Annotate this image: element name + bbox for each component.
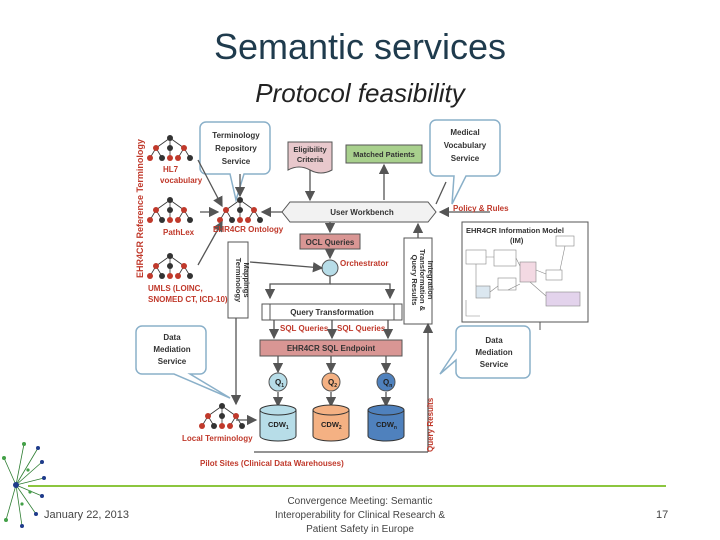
footer-event: Convergence Meeting: Semantic Interopera… [250, 495, 470, 537]
footer-divider [28, 485, 666, 487]
cdw-label: CDW2 [321, 420, 342, 431]
callout-line: Service [158, 357, 187, 366]
callout-line: Mediation [475, 348, 512, 357]
hl7-label-2: vocabulary [160, 176, 203, 185]
transformation-arrows [268, 320, 394, 340]
callout-line: Service [480, 360, 509, 369]
user-workbench-label: User Workbench [330, 208, 394, 217]
pilot-arrows [230, 318, 428, 453]
policy-rules-label: Policy & Rules [453, 204, 509, 213]
sql-queries-label-1: SQL Queries [280, 324, 329, 333]
ocl-queries-box: OCL Queries [299, 233, 361, 250]
callout-line: Medical [450, 128, 479, 137]
callout-line: Service [222, 157, 251, 166]
orchestrator-label: Orchestrator [340, 259, 388, 268]
page-number: 17 [656, 509, 669, 521]
query-node: Q1 [268, 372, 288, 392]
sql-endpoint-box: EHR4CR SQL Endpoint [259, 339, 403, 357]
orchestrator-arrows [249, 248, 396, 300]
user-workbench-box: User Workbench [281, 201, 437, 223]
cdw-nodes: CDW1 CDW2 CDWn [259, 404, 405, 442]
query-transformation-box: Query Transformation [261, 303, 403, 321]
callout-line: Repository [215, 144, 257, 153]
workbench-arrows [260, 163, 490, 234]
terminology-mappings-box: Terminology Mappings [227, 241, 251, 319]
callout-line: Service [451, 154, 480, 163]
hl7-label: HL7 [163, 165, 179, 174]
query-results-line: Transformation & [418, 249, 427, 312]
pilot-sites-label: Pilot Sites (Clinical Data Warehouses) [200, 459, 344, 468]
architecture-diagram: EHR4CR Reference Terminology Terminology… [135, 119, 589, 468]
eligibility-criteria-box: Eligibility Criteria [287, 141, 333, 174]
terminology-repository-callout: Terminology Repository Service [199, 121, 271, 203]
info-model-title: EHR4CR Information Model [466, 226, 564, 235]
eligibility-line: Eligibility [293, 145, 327, 154]
cdw-label: CDWn [376, 420, 397, 431]
matched-patients-label: Matched Patients [353, 150, 415, 159]
umls-label-2: SNOMED CT, ICD-10) [148, 295, 228, 304]
eligibility-line: Criteria [297, 155, 324, 164]
query-label: Q2 [328, 378, 337, 389]
reference-terminology-label: EHR4CR Reference Terminology [135, 139, 145, 278]
query-label: Q1 [275, 378, 284, 389]
callout-line: Mediation [153, 345, 190, 354]
endpoint-arrows [272, 356, 392, 408]
data-mediation-right-callout: Data Mediation Service [439, 325, 531, 379]
sql-endpoint-label: EHR4CR SQL Endpoint [287, 344, 376, 353]
ontology-label: EHR4CR Ontology [213, 225, 284, 234]
query-results-vertical-label: Query Results [426, 397, 435, 452]
query-results-transformation-box: Query Results Transformation & Integrati… [403, 237, 435, 325]
query-results-line: Integration [426, 261, 435, 300]
query-node: Qn [376, 372, 396, 392]
cdw-database-icon: CDW2 [312, 404, 350, 442]
cdw-database-icon: CDWn [367, 404, 405, 442]
sql-queries-label-2: SQL Queries [337, 324, 386, 333]
mappings-line: Mappings [242, 263, 251, 298]
umls-label: UMLS (LOINC, [148, 284, 203, 293]
footer-logo [2, 440, 46, 530]
query-nodes: Q1 Q2 Qn [268, 372, 396, 392]
ontology-tree-icon [217, 197, 263, 223]
orchestrator-node: Orchestrator [321, 259, 388, 277]
callout-line: Terminology [212, 131, 260, 140]
data-mediation-left-callout: Data Mediation Service [135, 325, 231, 399]
slide-title: Semantic services [213, 26, 507, 67]
slide-subtitle: Protocol feasibility [255, 78, 465, 108]
pathlex-label: PathLex [163, 228, 195, 237]
footer-date: January 22, 2013 [44, 509, 130, 521]
query-label: Qn [383, 378, 392, 389]
footer-event-line: Interoperability for Clinical Research & [274, 510, 446, 521]
cdw-database-icon: CDW1 [259, 404, 297, 442]
mappings-line: Terminology [234, 258, 243, 303]
medical-vocabulary-callout: Medical Vocabulary Service [429, 119, 501, 205]
vocabulary-trees [147, 135, 263, 429]
cdw-label: CDW1 [268, 420, 289, 431]
results-arrows [412, 222, 434, 452]
query-results-line: Query Results [410, 255, 419, 306]
local-terminology-tree-icon [199, 403, 245, 429]
callout-line: Vocabulary [444, 141, 487, 150]
footer-event-line: Patient Safety in Europe [306, 524, 414, 535]
information-model-panel: EHR4CR Information Model (IM) [461, 221, 589, 323]
vocab-arrows [197, 159, 246, 266]
umls-tree-icon [147, 253, 193, 279]
info-model-subtitle: (IM) [510, 236, 524, 245]
uml-mini-diagram [465, 235, 581, 317]
matched-patients-box: Matched Patients [345, 144, 423, 164]
query-node: Q2 [321, 372, 341, 392]
ocl-queries-label: OCL Queries [306, 238, 355, 247]
footer-event-line: Convergence Meeting: Semantic [287, 496, 433, 507]
callout-line: Data [485, 336, 503, 345]
query-transformation-label: Query Transformation [290, 308, 374, 317]
hl7-tree-icon [147, 135, 193, 161]
local-terminology-label: Local Terminology [182, 434, 253, 443]
callout-line: Data [163, 333, 181, 342]
pathlex-tree-icon [147, 197, 193, 223]
